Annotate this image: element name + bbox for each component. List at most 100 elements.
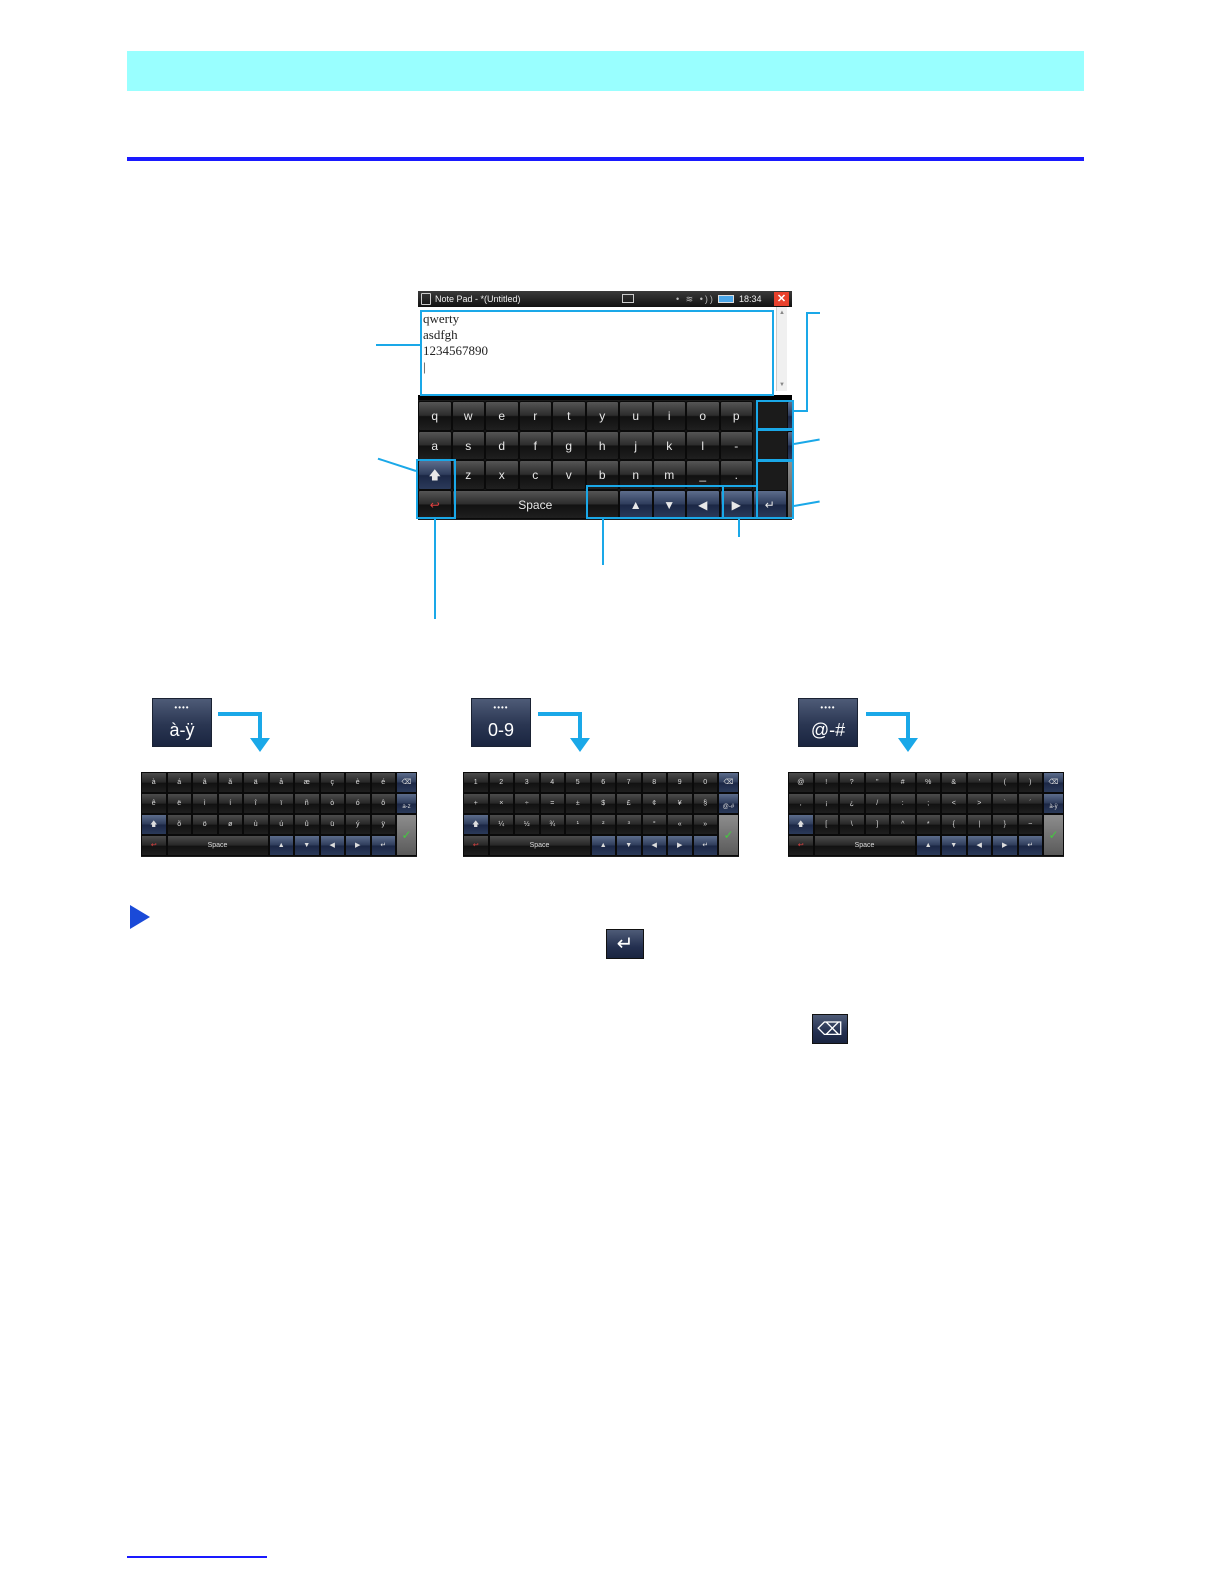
mini-key[interactable]: ( [992,772,1018,793]
mini-arrow-down-key[interactable]: ▼ [616,835,642,856]
mini-key[interactable]: ^ [890,814,916,835]
mini-enter-key[interactable]: ↵ [370,835,396,856]
mini-key[interactable]: 7 [616,772,642,793]
mini-key[interactable]: ; [915,793,941,814]
mini-arrow-right-key[interactable]: ▶ [667,835,693,856]
mini-shift-key[interactable]: 🡅 [463,814,489,835]
mini-key[interactable]: # [890,772,916,793]
scroll-up-icon[interactable]: ▲ [779,310,785,316]
mini-key[interactable]: ú [268,814,294,835]
key-7[interactable]: _ [686,460,720,490]
key-3[interactable]: r [518,401,552,431]
mini-layout-switch-key[interactable]: @-# [718,793,739,814]
key-8[interactable]: l [686,430,720,460]
mini-key[interactable]: ü [319,814,345,835]
key-7[interactable]: k [652,430,686,460]
mini-key[interactable]: « [667,814,693,835]
mini-key[interactable]: õ [166,814,192,835]
text-input-area[interactable]: qwerty asdfgh 1234567890 | ▲ ▼ [418,307,792,395]
mini-key[interactable]: ó [345,793,371,814]
mini-key[interactable]: [ [813,814,839,835]
mini-undo-key[interactable]: ↩ [141,835,167,856]
key-6[interactable]: u [619,401,653,431]
key-9[interactable]: p [719,401,753,431]
mini-key[interactable]: ? [839,772,865,793]
mini-arrow-right-key[interactable]: ▶ [992,835,1018,856]
mini-key[interactable]: é [370,772,396,793]
mini-undo-key[interactable]: ↩ [463,835,489,856]
mini-key[interactable]: 4 [539,772,565,793]
mini-key[interactable]: ø [217,814,243,835]
key-0[interactable]: a [418,430,452,460]
mini-arrow-left-key[interactable]: ◀ [966,835,992,856]
key-3[interactable]: f [518,430,552,460]
mini-key[interactable]: å [268,772,294,793]
mini-key[interactable]: ñ [294,793,320,814]
mini-key[interactable]: í [217,793,243,814]
arrow-right-key[interactable]: ▶ [719,489,753,519]
mini-arrow-left-key[interactable]: ◀ [641,835,667,856]
key-2[interactable]: d [485,430,519,460]
mini-arrow-right-key[interactable]: ▶ [345,835,371,856]
close-icon[interactable]: ✕ [774,292,789,306]
mini-key[interactable]: è [345,772,371,793]
mini-key[interactable]: ¢ [641,793,667,814]
mini-key[interactable]: â [192,772,218,793]
mini-layout-switch-key[interactable]: a-z [396,793,417,814]
mini-key[interactable]: 2 [488,772,514,793]
mini-key[interactable]: ä [243,772,269,793]
mini-arrow-up-key[interactable]: ▲ [268,835,294,856]
mini-key[interactable]: ï [268,793,294,814]
mini-key[interactable]: ' [966,772,992,793]
mini-key[interactable]: + [463,793,489,814]
mini-key[interactable]: " [864,772,890,793]
key-8[interactable]: . [719,460,753,490]
key-4[interactable]: t [552,401,586,431]
mini-key[interactable]: ÷ [514,793,540,814]
mini-backspace-key[interactable]: ⌫ [1043,772,1064,793]
mini-key[interactable]: $ [590,793,616,814]
mini-ok-key[interactable]: ✓ [1043,814,1064,856]
mini-key[interactable]: } [992,814,1018,835]
mini-key[interactable]: * [915,814,941,835]
key-1[interactable]: s [451,430,485,460]
key-0[interactable]: q [418,401,452,431]
mini-key[interactable]: & [941,772,967,793]
key-5[interactable]: h [585,430,619,460]
undo-key[interactable]: ↩ [418,489,452,519]
scroll-down-icon[interactable]: ▼ [779,382,785,388]
mini-key[interactable]: / [864,793,890,814]
mini-key[interactable]: ³ [616,814,642,835]
mini-key[interactable]: ý [345,814,371,835]
mini-key[interactable]: | [966,814,992,835]
mini-key[interactable]: @ [788,772,814,793]
mini-key[interactable]: < [941,793,967,814]
mini-undo-key[interactable]: ↩ [788,835,814,856]
mini-key[interactable]: ¼ [488,814,514,835]
mini-key[interactable]: ² [590,814,616,835]
key-8[interactable]: o [686,401,720,431]
mini-key[interactable]: 9 [667,772,693,793]
mini-enter-key[interactable]: ↵ [692,835,718,856]
mini-backspace-key[interactable]: ⌫ [718,772,739,793]
mini-key[interactable]: ) [1017,772,1043,793]
mini-key[interactable]: ù [243,814,269,835]
key-1[interactable]: x [485,460,519,490]
mini-key[interactable]: = [539,793,565,814]
mini-arrow-left-key[interactable]: ◀ [319,835,345,856]
mini-key[interactable]: ë [166,793,192,814]
mini-key[interactable]: 1 [463,772,489,793]
space-key[interactable]: Space [451,489,619,519]
mini-space-key[interactable]: Space [488,835,591,856]
mini-key[interactable]: ] [864,814,890,835]
mini-arrow-down-key[interactable]: ▼ [294,835,320,856]
mini-ok-key[interactable]: ✓ [718,814,739,856]
mini-key[interactable]: 6 [590,772,616,793]
mini-layout-switch-key[interactable]: à-ÿ [1043,793,1064,814]
mini-key[interactable]: 3 [514,772,540,793]
mini-key[interactable]: ¹ [565,814,591,835]
key-6[interactable]: j [619,430,653,460]
mini-key[interactable]: 8 [641,772,667,793]
mini-key[interactable]: \ [839,814,865,835]
key-3[interactable]: v [552,460,586,490]
